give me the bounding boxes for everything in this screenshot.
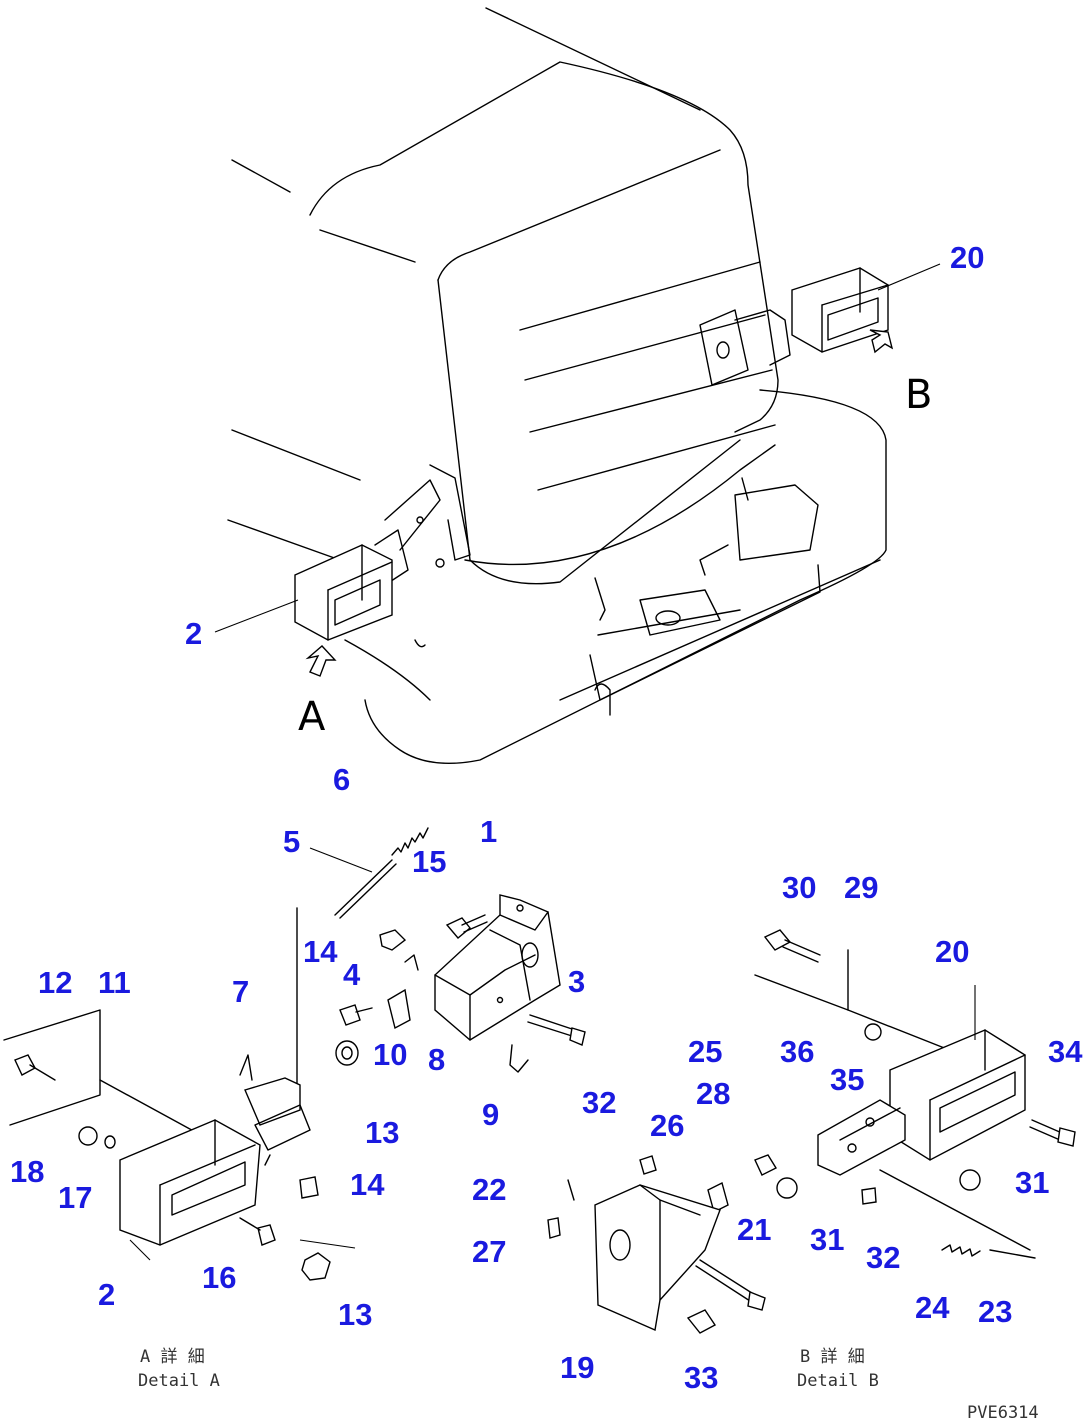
callout-23[interactable]: 23 [978,1294,1012,1329]
detail-a [3,827,586,1281]
callout-34[interactable]: 34 [1048,1034,1083,1069]
detail-a-caption-en: Detail A [138,1371,220,1391]
callout-31-right[interactable]: 31 [1015,1165,1049,1200]
callout-36[interactable]: 36 [780,1034,814,1069]
callout-7[interactable]: 7 [232,974,249,1009]
detail-b-caption-en: Detail B [797,1371,879,1391]
callout-4[interactable]: 4 [343,957,361,992]
callout-29[interactable]: 29 [844,870,878,905]
callout-2-lower[interactable]: 2 [98,1277,115,1312]
callout-18[interactable]: 18 [10,1154,44,1189]
callout-14-lower[interactable]: 14 [350,1167,385,1202]
callout-1[interactable]: 1 [480,814,497,849]
labels: B A A 詳 細 Detail A B 詳 細 Detail B PVE631… [10,240,1083,1423]
callout-24[interactable]: 24 [915,1290,950,1325]
callout-11[interactable]: 11 [98,965,131,1000]
callout-32-upper[interactable]: 32 [582,1085,616,1120]
callout-27[interactable]: 27 [472,1234,506,1269]
callout-8[interactable]: 8 [428,1042,445,1077]
callout-33[interactable]: 33 [684,1360,718,1395]
detail-a-caption-jp: A 詳 細 [140,1347,205,1367]
callout-35[interactable]: 35 [830,1062,864,1097]
callout-3[interactable]: 3 [568,964,585,999]
callout-25[interactable]: 25 [688,1034,722,1069]
detail-b-caption-jp: B 詳 細 [800,1347,865,1367]
callout-10[interactable]: 10 [373,1037,407,1072]
callout-17[interactable]: 17 [58,1180,92,1215]
detail-b [547,929,1076,1334]
drawing-code: PVE6314 [967,1403,1039,1423]
callout-28[interactable]: 28 [696,1076,730,1111]
callout-21[interactable]: 21 [737,1212,771,1247]
callout-32-lower[interactable]: 32 [866,1240,900,1275]
callout-19[interactable]: 19 [560,1350,594,1385]
callout-15[interactable]: 15 [412,844,446,879]
callout-5[interactable]: 5 [283,824,300,859]
callout-14-upper[interactable]: 14 [303,934,338,969]
callout-13-upper[interactable]: 13 [365,1115,399,1150]
callout-12[interactable]: 12 [38,965,72,1000]
callout-26[interactable]: 26 [650,1108,684,1143]
callout-9[interactable]: 9 [482,1097,499,1132]
view-label-a: A [298,694,326,740]
callout-22[interactable]: 22 [472,1172,506,1207]
callout-20-top[interactable]: 20 [950,240,984,275]
callout-13-lower[interactable]: 13 [338,1297,372,1332]
callout-2-top[interactable]: 2 [185,616,202,651]
callout-16[interactable]: 16 [202,1260,236,1295]
callout-20-detail[interactable]: 20 [935,934,969,969]
view-label-b: B [905,372,932,418]
machine-overview [214,7,941,764]
callout-6[interactable]: 6 [333,762,350,797]
callout-31-left[interactable]: 31 [810,1222,844,1257]
callout-30[interactable]: 30 [782,870,816,905]
